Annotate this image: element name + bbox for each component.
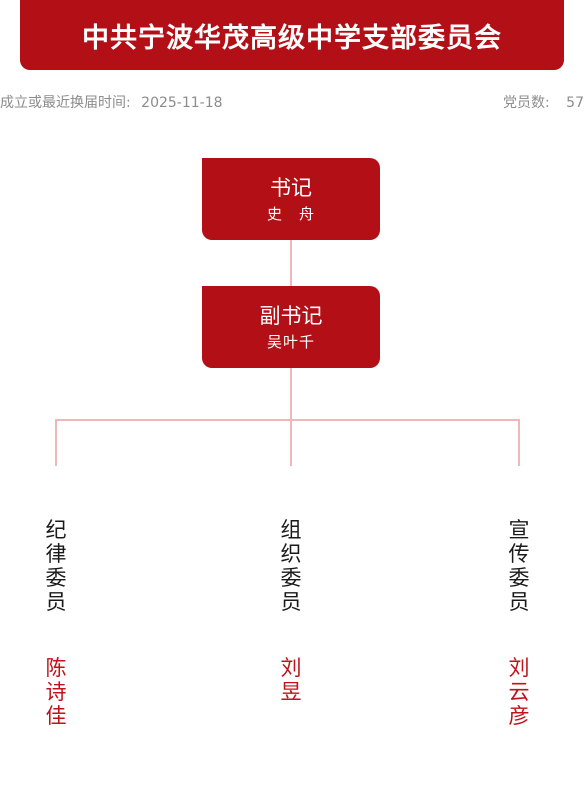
- deputy-secretary-name: 吴叶千: [266, 333, 315, 351]
- member-name: 刘云彦: [508, 656, 530, 728]
- connector-drop-left: [55, 419, 57, 466]
- member-role: 宣传委员: [508, 518, 530, 614]
- member-role: 组织委员: [280, 518, 302, 614]
- member-name-box: 刘云彦: [504, 656, 534, 728]
- committee-member-publicity: 宣传委员 刘云彦: [504, 518, 534, 728]
- deputy-secretary-title: 副书记: [259, 304, 323, 328]
- meta-row: 成立或最近换届时间: 2025-11-18 党员数: 57: [0, 92, 584, 112]
- member-name: 陈诗佳: [45, 656, 67, 728]
- page-title: 中共宁波华茂高级中学支部委员会: [82, 22, 502, 54]
- established-label: 成立或最近换届时间:: [0, 95, 131, 111]
- secretary-card: 书记 史 舟: [202, 158, 380, 240]
- secretary-title: 书记: [270, 176, 312, 200]
- member-name-box: 陈诗佳: [41, 656, 71, 728]
- member-role: 纪律委员: [45, 518, 67, 614]
- member-count-info: 党员数: 57: [503, 92, 584, 112]
- header-banner: 中共宁波华茂高级中学支部委员会: [20, 0, 564, 70]
- deputy-secretary-card: 副书记 吴叶千: [202, 286, 380, 368]
- committee-member-discipline: 纪律委员 陈诗佳: [41, 518, 71, 728]
- connector-horizontal-bar: [55, 419, 520, 421]
- connector-drop-right: [518, 419, 520, 466]
- committee-member-organization: 组织委员 刘昱: [276, 518, 306, 704]
- connector-deputy-trunk: [290, 368, 292, 466]
- established-date: 2025-11-18: [141, 95, 223, 111]
- secretary-name: 史 舟: [266, 205, 315, 223]
- member-name-box: 刘昱: [276, 656, 306, 704]
- member-count-label: 党员数:: [503, 95, 550, 111]
- connector-secretary-to-deputy: [290, 240, 292, 286]
- established-info: 成立或最近换届时间: 2025-11-18: [0, 92, 223, 112]
- member-count-value: 57: [566, 95, 584, 111]
- member-name: 刘昱: [280, 656, 302, 704]
